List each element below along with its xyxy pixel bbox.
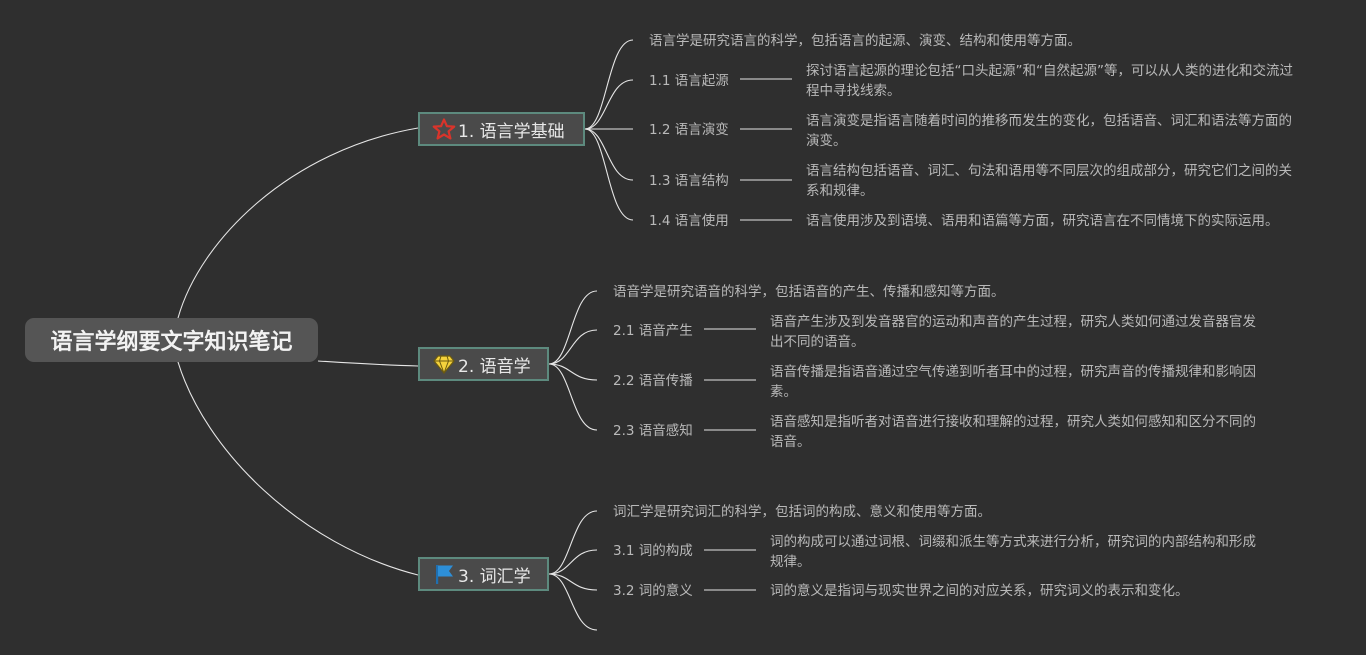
subtopic-description: 语音感知是指听者对语音进行接收和理解的过程，研究人类如何感知和区分不同的语音。 — [770, 414, 1256, 450]
branch-intro: 语言学是研究语言的科学，包括语言的起源、演变、结构和使用等方面。 — [649, 33, 1081, 49]
subtopic-description: 词的构成可以通过词根、词缀和派生等方式来进行分析，研究词的内部结构和形成规律。 — [770, 534, 1256, 570]
star-icon — [432, 118, 456, 140]
branch-topic-linguistics-basics[interactable]: 1. 语言学基础 — [418, 112, 585, 146]
subtopic-label[interactable]: 2.2 语音传播 — [613, 373, 693, 389]
branch-title: 2. 语音学 — [458, 356, 531, 377]
subtopic-label[interactable]: 3.1 词的构成 — [613, 543, 693, 559]
connector-branch-subtopic — [548, 573, 598, 631]
connector-branch-subtopic — [584, 39, 634, 130]
connector-branch-subtopic — [584, 79, 634, 130]
branch-title: 1. 语言学基础 — [458, 121, 565, 142]
root-title: 语言学纲要文字知识笔记 — [50, 330, 293, 355]
subtopic-label[interactable]: 1.4 语言使用 — [649, 213, 729, 229]
subtopic-description: 语言结构包括语音、词汇、句法和语用等不同层次的组成部分，研究它们之间的关系和规律… — [806, 163, 1292, 199]
subtopic-description: 语言演变是指语言随着时间的推移而发生的变化，包括语音、词汇和语法等方面的演变。 — [806, 113, 1292, 149]
subtopic-label[interactable]: 1.1 语言起源 — [649, 73, 729, 89]
flag-icon — [432, 563, 456, 585]
subtopic-label[interactable]: 2.1 语音产生 — [613, 323, 693, 339]
connector-root-branch — [177, 361, 419, 576]
connector-root-branch — [177, 127, 419, 319]
connector-branch-subtopic — [548, 549, 598, 575]
subtopic-description: 词的意义是指词与现实世界之间的对应关系，研究词义的表示和变化。 — [770, 583, 1189, 599]
connector-branch-subtopic — [548, 363, 598, 431]
connector-branch-subtopic — [548, 290, 598, 365]
connector-branch-subtopic — [548, 329, 598, 365]
subtopic-description: 语音产生涉及到发音器官的运动和声音的产生过程，研究人类如何通过发音器官发出不同的… — [770, 314, 1256, 350]
branch-topic-phonetics[interactable]: 2. 语音学 — [418, 347, 549, 381]
subtopic-label[interactable]: 3.2 词的意义 — [613, 583, 693, 599]
subtopic-description: 语言使用涉及到语境、语用和语篇等方面，研究语言在不同情境下的实际运用。 — [806, 213, 1279, 229]
root-topic[interactable]: 语言学纲要文字知识笔记 — [25, 318, 318, 362]
branch-intro: 语音学是研究语音的科学，包括语音的产生、传播和感知等方面。 — [613, 284, 1005, 300]
connector-branch-subtopic — [584, 128, 634, 221]
subtopic-description: 语音传播是指语音通过空气传递到听者耳中的过程，研究声音的传播规律和影响因素。 — [770, 364, 1256, 400]
branch-title: 3. 词汇学 — [458, 566, 531, 587]
subtopic-label[interactable]: 1.2 语言演变 — [649, 122, 729, 138]
subtopic-description: 探讨语言起源的理论包括“口头起源”和“自然起源”等，可以从人类的进化和交流过程中… — [806, 63, 1293, 99]
diamond-icon — [432, 353, 456, 375]
connector-branch-subtopic — [548, 363, 598, 381]
connector-branch-subtopic — [548, 510, 598, 575]
branch-intro: 词汇学是研究词汇的科学，包括词的构成、意义和使用等方面。 — [613, 504, 991, 520]
connector-root-branch — [317, 360, 419, 367]
subtopic-label[interactable]: 2.3 语音感知 — [613, 423, 693, 439]
branch-topic-lexicology[interactable]: 3. 词汇学 — [418, 557, 549, 591]
subtopic-label[interactable]: 1.3 语言结构 — [649, 173, 729, 189]
connector-branch-subtopic — [584, 128, 634, 181]
